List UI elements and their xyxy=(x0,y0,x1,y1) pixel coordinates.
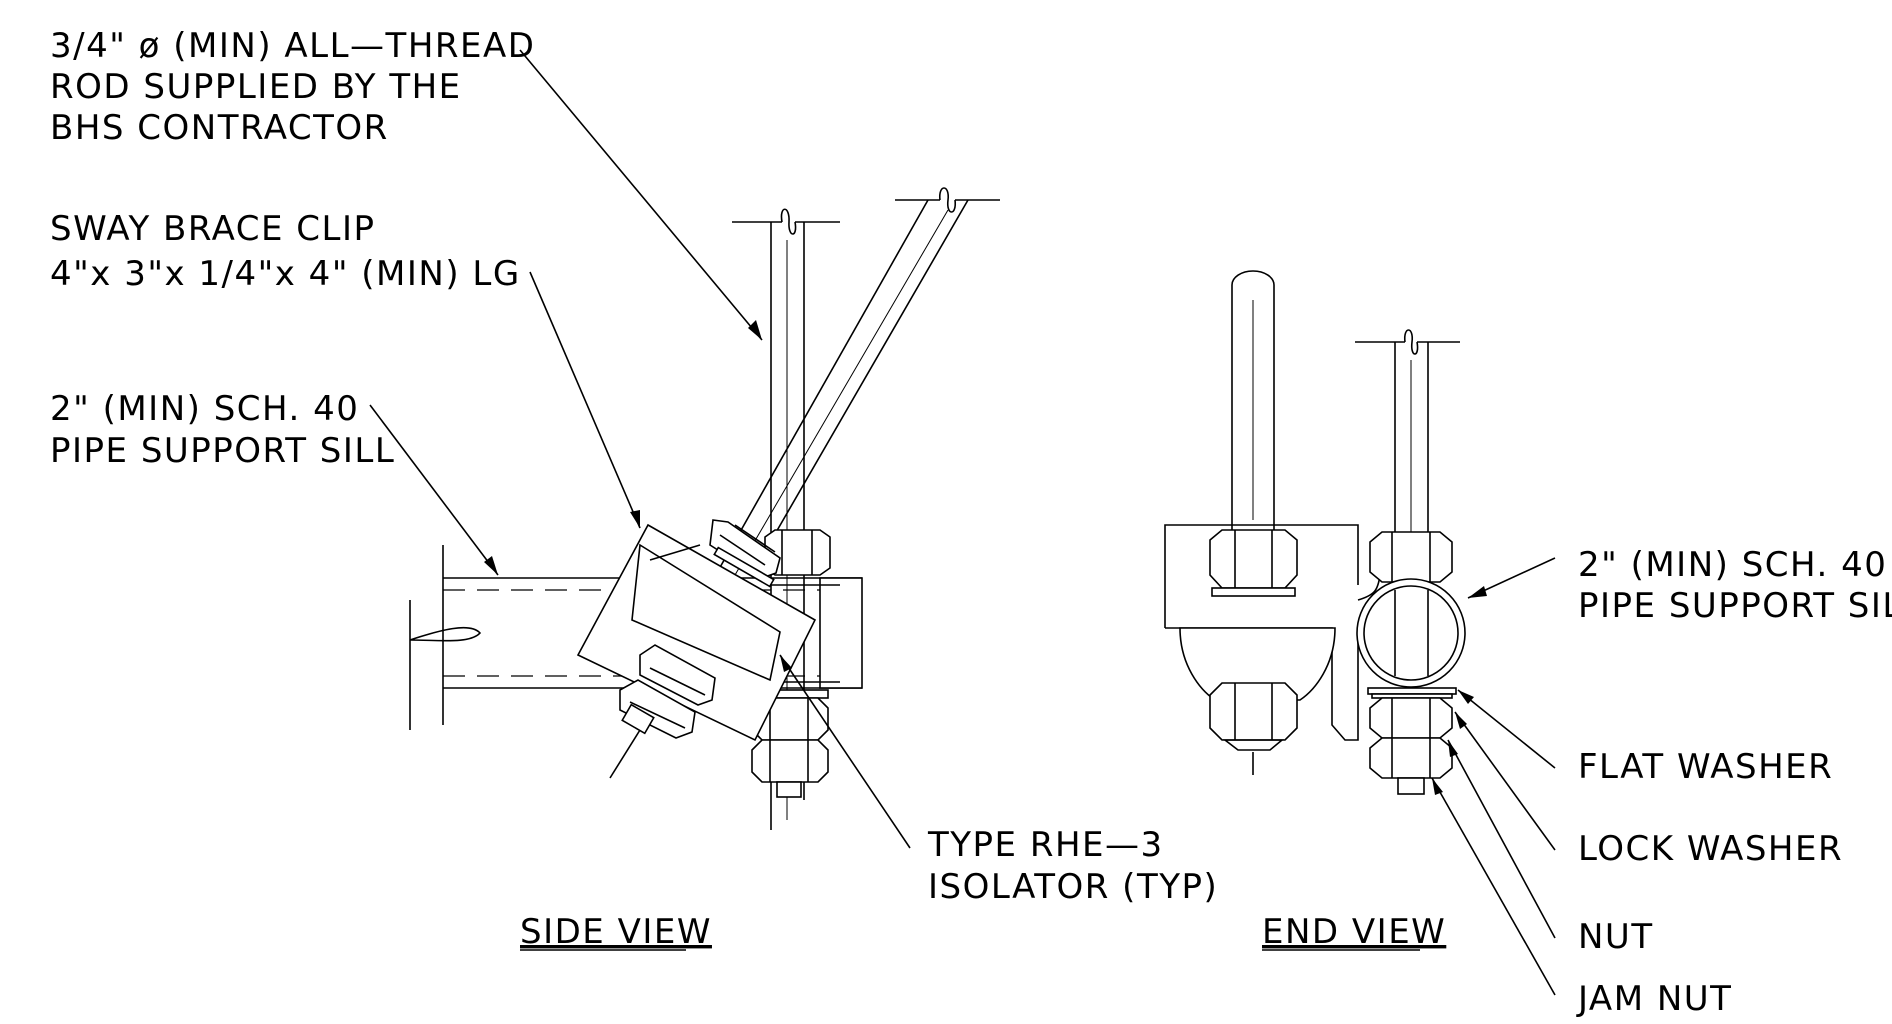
clip-label-line-1: SWAY BRACE CLIP xyxy=(50,209,376,249)
flat-washer xyxy=(1367,687,1457,695)
side-leaders xyxy=(369,49,911,849)
side-upper-nut xyxy=(764,529,831,576)
jam-nut-label: JAM NUT xyxy=(1576,979,1732,1019)
end-isolator xyxy=(1179,627,1336,701)
sill-side-label-line-1: 2" (MIN) SCH. 40 xyxy=(50,389,359,429)
rod-label-line-3: BHS CONTRACTOR xyxy=(50,108,389,148)
end-pipe-section xyxy=(1356,578,1466,688)
rod-label-line-1: 3/4" ø (MIN) ALL—THREAD xyxy=(50,26,535,66)
clip-label: SWAY BRACE CLIP 4"x 3"x 1/4"x 4" (MIN) L… xyxy=(50,209,521,294)
rod-label-line-2: ROD SUPPLIED BY THE xyxy=(50,67,462,107)
side-view-title: SIDE VIEW xyxy=(520,912,712,952)
isolator-label-line-2: ISOLATOR (TYP) xyxy=(928,867,1218,907)
end-view xyxy=(1164,270,1556,996)
end-leaders xyxy=(1431,557,1556,996)
end-tall-rod xyxy=(1231,270,1275,530)
nut xyxy=(1369,697,1453,739)
end-top-nut xyxy=(1209,529,1298,597)
end-bottom-nut xyxy=(1209,682,1298,775)
flat-washer-label: FLAT WASHER xyxy=(1578,747,1833,787)
sill-end-label-line-1: 2" (MIN) SCH. 40 xyxy=(1578,545,1887,585)
clip-label-line-2: 4"x 3"x 1/4"x 4" (MIN) LG xyxy=(50,254,521,294)
sill-side-label: 2" (MIN) SCH. 40 PIPE SUPPORT SILL xyxy=(50,389,395,471)
jam-nut xyxy=(1369,737,1453,779)
sill-end-label: 2" (MIN) SCH. 40 PIPE SUPPORT SILL xyxy=(1578,545,1892,626)
side-pipe-sill xyxy=(409,545,863,730)
end-upper-nut xyxy=(1369,531,1453,583)
side-brace-rod xyxy=(709,187,1000,586)
side-sway-brace-clip xyxy=(576,523,817,742)
end-view-title: END VIEW xyxy=(1262,912,1446,952)
isolator-label-line-1: TYPE RHE—3 xyxy=(927,825,1164,865)
rod-label: 3/4" ø (MIN) ALL—THREAD ROD SUPPLIED BY … xyxy=(50,26,535,148)
sill-end-label-line-2: PIPE SUPPORT SILL xyxy=(1578,586,1892,626)
end-lower-hardware xyxy=(1367,687,1457,795)
sill-side-label-line-2: PIPE SUPPORT SILL xyxy=(50,431,395,471)
isolator-label: TYPE RHE—3 ISOLATOR (TYP) xyxy=(927,825,1218,907)
lock-washer-label: LOCK WASHER xyxy=(1578,829,1843,869)
side-view xyxy=(369,49,1000,849)
nut-label: NUT xyxy=(1578,917,1654,957)
side-lower-nuts xyxy=(751,689,829,798)
side-isolator-nuts xyxy=(609,519,781,779)
